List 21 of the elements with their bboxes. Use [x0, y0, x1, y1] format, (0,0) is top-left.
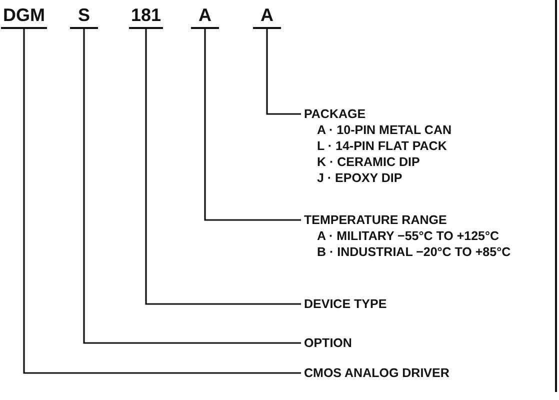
code-letter: A — [191, 6, 219, 29]
field-heading: CMOS ANALOG DRIVER — [304, 365, 450, 381]
field-heading: OPTION — [304, 335, 352, 351]
field-heading: TEMPERATURE RANGE — [304, 212, 447, 228]
leader-line — [266, 29, 301, 115]
field-heading: DEVICE TYPE — [304, 296, 387, 312]
code-letter: 181 — [129, 6, 164, 29]
option-line: K · CERAMIC DIP — [316, 154, 420, 170]
leader-line — [23, 29, 301, 374]
field-heading: PACKAGE — [304, 106, 366, 122]
code-letter: S — [70, 6, 98, 29]
option-line: J · EPOXY DIP — [316, 170, 402, 186]
leader-line — [204, 29, 301, 221]
code-letter: A — [253, 6, 281, 29]
option-line: A · 10-PIN METAL CAN — [316, 122, 452, 138]
code-letter: DGM — [1, 6, 47, 29]
leader-line — [145, 29, 301, 305]
option-line: A · MILITARY −55°C TO +125°C — [316, 228, 500, 244]
leader-line — [83, 29, 301, 344]
option-line: L · 14-PIN FLAT PACK — [316, 138, 447, 154]
option-line: B · INDUSTRIAL −20°C TO +85°C — [316, 244, 511, 260]
